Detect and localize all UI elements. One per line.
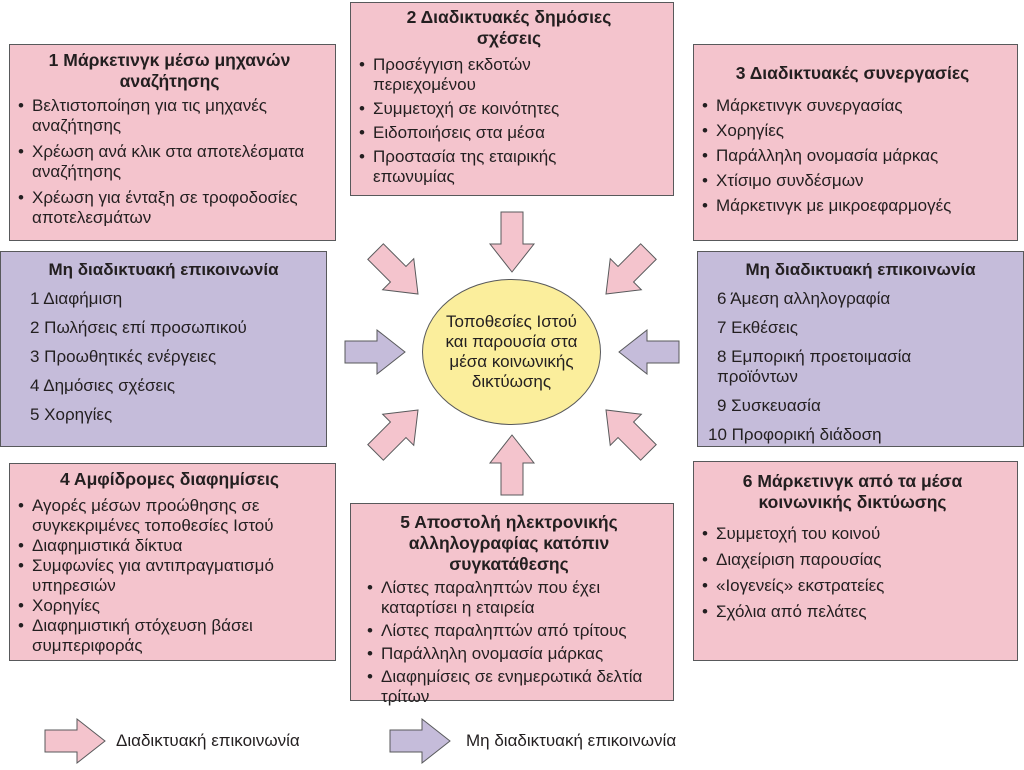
list-item: Χρέωση για ένταξη σε τροφοδοσίες αποτελε… — [10, 188, 329, 228]
list-item: Λίστες παραληπτών που έχει καταρτίσει η … — [359, 578, 667, 618]
box-online-pr: 2 Διαδικτυακές δημόσιες σχέσεις Προσέγγι… — [350, 2, 674, 196]
box3-list: Μάρκετινγκ συνεργασίας Χορηγίες Παράλληλ… — [694, 96, 1011, 216]
list-item: 2 Πωλήσεις επί προσωπικού — [30, 318, 247, 337]
offline-right-title: Μη διαδικτυακή επικοινωνία — [745, 260, 976, 279]
legend-arrow-online — [44, 718, 106, 764]
list-item: Σχόλια από πελάτες — [694, 602, 1011, 622]
list-item: Μάρκετινγκ συνεργασίας — [694, 96, 1011, 116]
list-item: Προσέγγιση εκδοτών περιεχομένου — [351, 55, 667, 95]
box-social-media-marketing: 6 Μάρκετινγκ από τα μέσα κοινωνικής δικτ… — [693, 461, 1018, 661]
box1-list: Βελτιστοποίηση για τις μηχανές αναζήτηση… — [10, 96, 329, 228]
box-online-partnerships: 3 Διαδικτυακές συνεργασίες Μάρκετινγκ συ… — [693, 44, 1018, 241]
arrow-right — [618, 329, 680, 375]
list-item: Λίστες παραληπτών από τρίτους — [359, 621, 667, 641]
list-item: Ειδοποιήσεις στα μέσα — [351, 123, 667, 143]
offline-right-list: 6 Άμεση αλληλογραφία 7 Εκθέσεις 8 Εμπορι… — [698, 289, 1023, 445]
box-opt-in-email: 5 Αποστολή ηλεκτρονικής αλληλογραφίας κα… — [350, 503, 674, 706]
box5-list: Λίστες παραληπτών που έχει καταρτίσει η … — [351, 578, 667, 707]
list-item: 4 Δημόσιες σχέσεις — [30, 376, 176, 395]
arrow-top-right — [589, 235, 665, 311]
list-item: Παράλληλη ονομασία μάρκας — [694, 146, 1011, 166]
legend-arrow-offline — [389, 718, 451, 764]
offline-left-list: 1 Διαφήμιση 2 Πωλήσεις επί προσωπικού 3 … — [1, 289, 326, 425]
box-offline-right: Μη διαδικτυακή επικοινωνία 6 Άμεση αλληλ… — [697, 251, 1024, 447]
list-item: Διαφημιστική στόχευση βάσει συμπεριφοράς — [10, 616, 329, 656]
list-item: Βελτιστοποίηση για τις μηχανές αναζήτηση… — [10, 96, 329, 136]
list-item: Προστασία της εταιρικής επωνυμίας — [351, 147, 667, 187]
list-item: 10 Προφορική διάδοση — [708, 425, 882, 444]
arrow-bottom — [489, 434, 535, 496]
list-item: 3 Προωθητικές ενέργειες — [30, 347, 217, 366]
list-item: 1 Διαφήμιση — [30, 289, 123, 308]
list-item: 7 Εκθέσεις — [717, 318, 798, 337]
list-item: 5 Χορηγίες — [30, 405, 113, 424]
list-item: 8 Εμπορική προετοιμασία προϊόντων — [717, 347, 912, 386]
box-offline-left: Μη διαδικτυακή επικοινωνία 1 Διαφήμιση 2… — [0, 251, 327, 447]
arrow-top — [489, 211, 535, 273]
box2-list: Προσέγγιση εκδοτών περιεχομένου Συμμετοχ… — [351, 55, 667, 187]
box6-title: 6 Μάρκετινγκ από τα μέσα κοινωνικής δικτ… — [742, 471, 963, 512]
list-item: Χτίσιμο συνδέσμων — [694, 171, 1011, 191]
list-item: Χορηγίες — [10, 596, 329, 616]
box-interactive-ads: 4 Αμφίδρομες διαφημίσεις Αγορές μέσων πρ… — [9, 463, 336, 661]
arrow-left — [344, 329, 406, 375]
list-item: Διαφημίσεις σε ενημερωτικά δελτία τρίτων — [359, 667, 667, 707]
box-search-engine-marketing: 1 Μάρκετινγκ μέσω μηχανών αναζήτησης Βελ… — [9, 44, 336, 241]
legend-offline-label: Μη διαδικτυακή επικοινωνία — [466, 731, 677, 750]
box3-title: 3 Διαδικτυακές συνεργασίες — [735, 63, 970, 83]
list-item: «Ιογενείς» εκστρατείες — [694, 576, 1011, 596]
arrow-bottom-right — [589, 393, 665, 469]
list-item: Συμμετοχή σε κοινότητες — [351, 99, 667, 119]
center-websites-social-media: Τοποθεσίες Ιστού και παρουσία στα μέσα κ… — [422, 279, 601, 425]
box1-title: 1 Μάρκετινγκ μέσω μηχανών αναζήτησης — [48, 50, 291, 91]
list-item: Αγορές μέσων προώθησης σε συγκεκριμένες … — [10, 496, 329, 536]
box6-list: Συμμετοχή του κοινού Διαχείριση παρουσία… — [694, 524, 1011, 622]
box4-title: 4 Αμφίδρομες διαφημίσεις — [59, 469, 280, 489]
list-item: Συμφωνίες για αντιπραγματισμό υπηρεσιών — [10, 556, 329, 596]
offline-left-title: Μη διαδικτυακή επικοινωνία — [48, 260, 279, 279]
list-item: Διαχείριση παρουσίας — [694, 550, 1011, 570]
list-item: 9 Συσκευασία — [717, 396, 821, 415]
arrow-bottom-left — [359, 393, 435, 469]
arrow-top-left — [359, 235, 435, 311]
list-item: Μάρκετινγκ με μικροεφαρμογές — [694, 196, 1011, 216]
box4-list: Αγορές μέσων προώθησης σε συγκεκριμένες … — [10, 496, 329, 656]
list-item: Διαφημιστικά δίκτυα — [10, 536, 329, 556]
legend-online-label: Διαδικτυακή επικοινωνία — [116, 731, 300, 750]
box2-title: 2 Διαδικτυακές δημόσιες σχέσεις — [406, 7, 612, 48]
list-item: 6 Άμεση αλληλογραφία — [717, 289, 891, 308]
list-item: Χορηγίες — [694, 121, 1011, 141]
list-item: Παράλληλη ονομασία μάρκας — [359, 644, 667, 664]
list-item: Συμμετοχή του κοινού — [694, 524, 1011, 544]
list-item: Χρέωση ανά κλικ στα αποτελέσματα αναζήτη… — [10, 142, 329, 182]
box5-title: 5 Αποστολή ηλεκτρονικής αλληλογραφίας κα… — [400, 512, 618, 574]
